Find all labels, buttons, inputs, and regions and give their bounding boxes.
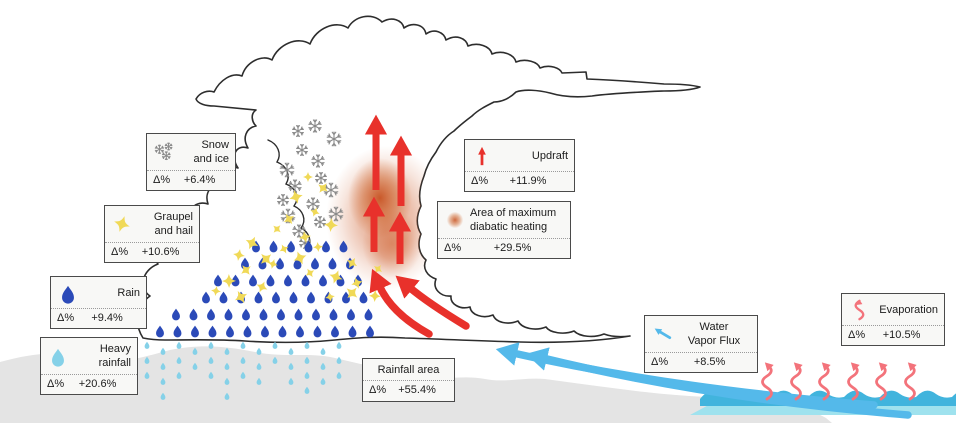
raindrop-icon [62,285,74,304]
label-title: Graupel and hail [153,211,193,238]
up-arrow-icon [478,146,486,166]
graupel-star-icon [114,216,130,233]
delta-value: +9.4% [91,312,123,324]
delta-symbol: Δ% [47,377,65,390]
updraft-arrows [362,114,413,264]
label-box-water-vapor-flux: Water Vapor Flux Δ% +8.5% [644,315,758,373]
label-title: Updraft [531,149,568,162]
diabatic-heating-glow [326,146,446,290]
label-title: Rain [117,286,140,299]
delta-symbol: Δ% [153,173,171,186]
light-raindrop-icon [52,349,64,367]
label-box-updraft: Updraft Δ% +11.9% [464,139,575,193]
label-box-diabatic-heating: Area of maximum diabatic heating Δ% +29.… [437,201,571,259]
label-title: Snow and ice [193,139,229,166]
rain-field [156,240,374,338]
label-box-rainfall-area: Rainfall area Δ% +55.4% [362,358,455,402]
delta-symbol: Δ% [848,329,866,341]
label-title: Area of maximum diabatic heating [470,207,557,234]
delta-value: +11.9% [509,175,547,187]
delta-symbol: Δ% [444,241,462,254]
label-box-snow-ice: Snow and ice Δ% +6.4% [146,133,236,191]
delta-value: +6.4% [183,173,216,186]
label-box-evaporation: Evaporation Δ% +10.5% [841,293,945,347]
delta-symbol: Δ% [111,245,129,258]
heavy-rain-field [144,341,342,400]
delta-value: +10.6% [141,245,180,258]
snowflakes-icon [154,142,173,161]
delta-symbol: Δ% [57,312,75,324]
delta-symbol: Δ% [369,384,387,397]
delta-value: +55.4% [398,384,436,397]
evaporation-squiggle-icon [854,299,865,321]
label-box-graupel-hail: Graupel and hail Δ% +10.6% [104,205,200,263]
label-box-rain: Rain Δ% +9.4% [50,276,147,330]
flux-arrow-icon [654,328,672,340]
delta-symbol: Δ% [651,355,669,368]
snowflakes-field [277,119,344,250]
inflow-arrows [369,268,470,338]
evaporation-arrows [761,362,917,401]
delta-value: +20.6% [78,377,117,390]
label-title: Water Vapor Flux [687,321,741,348]
delta-value: +8.5% [693,355,726,368]
delta-value: +10.5% [882,329,921,341]
label-title: Heavy rainfall [98,343,131,370]
delta-symbol: Δ% [471,175,489,187]
label-box-heavy-rainfall: Heavy rainfall Δ% +20.6% [40,337,138,395]
label-title: Evaporation [879,303,938,316]
heat-glow-icon [446,212,464,229]
label-title: Rainfall area [377,364,440,376]
delta-value: +29.5% [493,241,532,254]
vapor-flux-arrows [495,342,912,419]
